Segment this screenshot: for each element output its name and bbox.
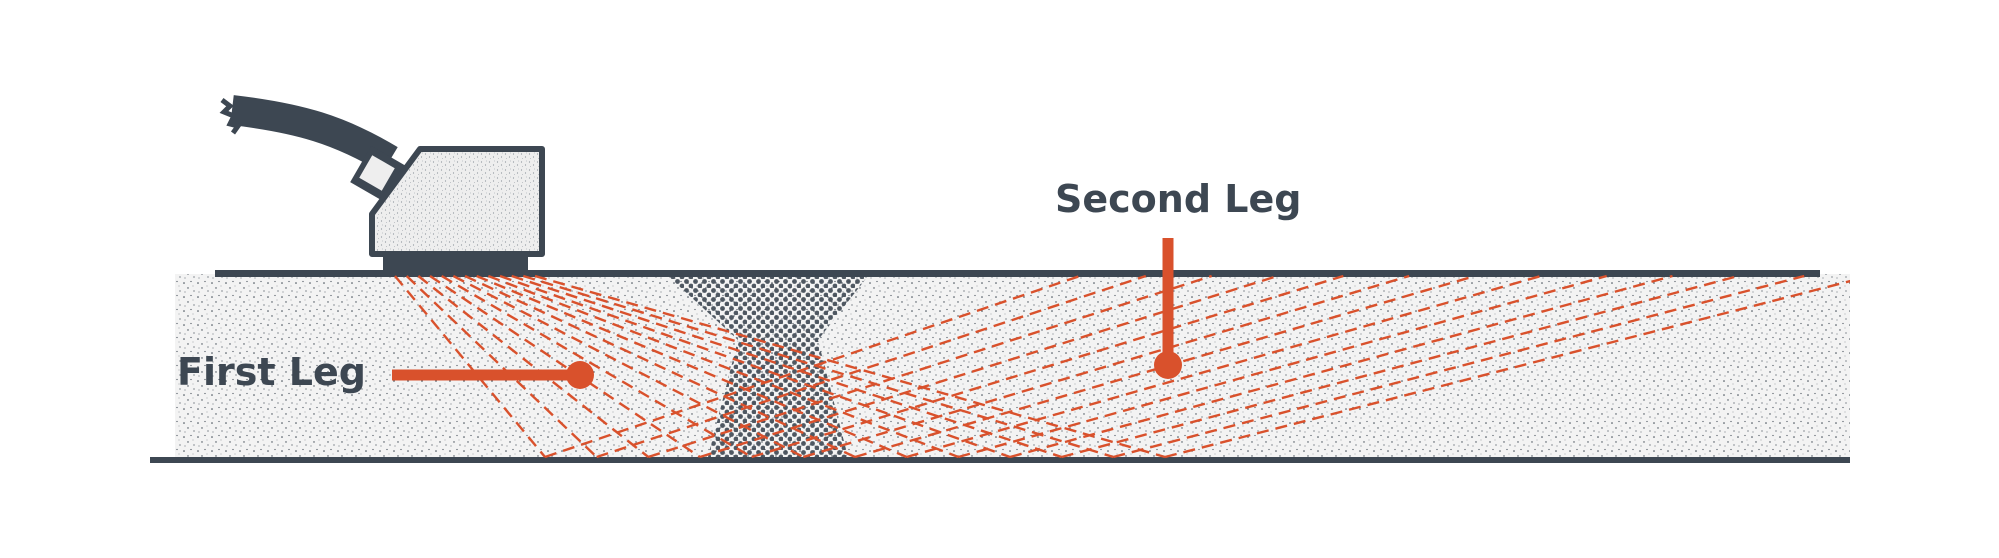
second-leg-beam-line (1113, 274, 1805, 459)
second-leg-beam-line (1164, 279, 1850, 459)
first-leg-beam-line (417, 275, 650, 458)
first-leg-beam-line (464, 274, 856, 459)
plate-material (175, 274, 1850, 459)
first-leg-beam-line (394, 275, 546, 458)
probe-cable-icon (219, 95, 406, 203)
plate-top-surface (215, 270, 1820, 277)
first-leg-beam-line (499, 274, 1011, 459)
test-plate (150, 270, 1850, 463)
first-leg-beam-line (522, 274, 1114, 459)
first-leg-beam-line (429, 275, 701, 458)
first-leg-beam-line (487, 274, 959, 459)
second-leg-marker (1154, 351, 1182, 379)
first-leg-beam-line (476, 274, 908, 459)
first-leg-beam-line (452, 274, 804, 459)
first-leg-label: First Leg (177, 350, 366, 394)
second-leg-beam-line (699, 274, 1278, 459)
first-leg-beam-line (405, 275, 598, 458)
first-leg-beam-line (441, 274, 753, 459)
second-leg-beam-line (854, 274, 1476, 459)
second-leg-beam-line (958, 274, 1607, 459)
second-leg-beam-line (1061, 274, 1739, 459)
second-leg-beam-line (1009, 274, 1673, 459)
first-leg-beam-line (511, 274, 1063, 459)
second-leg-callout: Second Leg (1055, 177, 1301, 379)
ultrasonic-probe-icon (369, 146, 545, 272)
first-leg-callout: First Leg (177, 350, 594, 394)
sound-beam-paths (394, 274, 1850, 459)
second-leg-beam-line (802, 274, 1410, 459)
first-leg-marker (566, 361, 594, 389)
second-leg-label: Second Leg (1055, 177, 1301, 221)
first-leg-beam-line (534, 274, 1166, 459)
weld-zone (668, 276, 868, 457)
second-leg-beam-line (906, 274, 1542, 459)
second-leg-beam-line (596, 274, 1147, 459)
plate-bottom-surface (150, 457, 1850, 463)
second-leg-beam-line (751, 274, 1344, 459)
second-leg-beam-line (647, 274, 1213, 459)
